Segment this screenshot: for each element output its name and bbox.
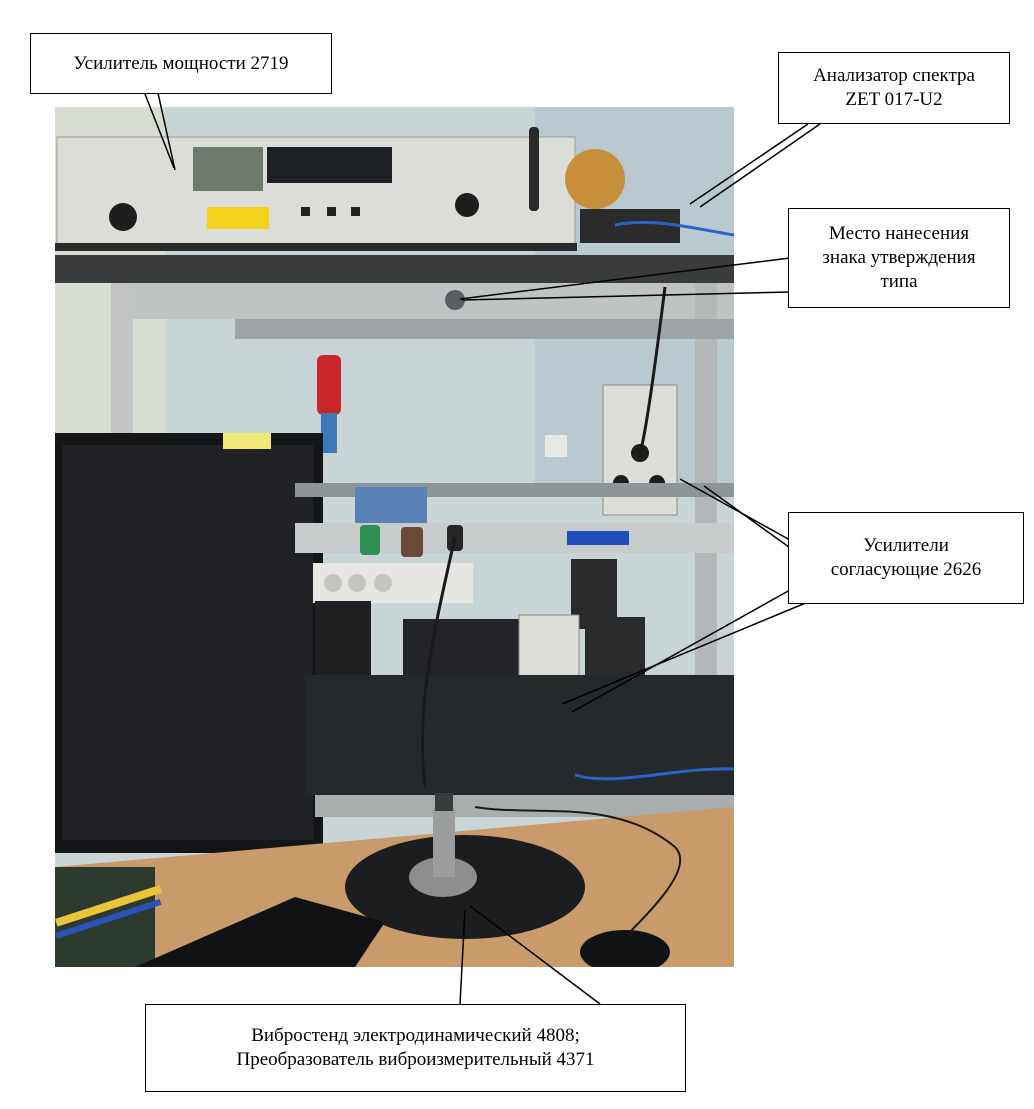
callout-matching-amplifiers: Усилители согласующие 2626 xyxy=(788,512,1024,604)
callout-power-amplifier: Усилитель мощности 2719 xyxy=(30,33,332,94)
callout-vibration-exciter: Вибростенд электродинамический 4808; Пре… xyxy=(145,1004,686,1092)
power-amplifier-device xyxy=(55,127,625,251)
vibration-exciter-label-line2: Преобразователь виброизмерительный 4371 xyxy=(236,1049,595,1070)
matching-amplifiers-label-line2: согласующие 2626 xyxy=(830,559,982,580)
spectrum-analyzer-label-line2: ZET 017-U2 xyxy=(845,89,943,110)
callout-approval-mark: Место нанесения знака утверждения типа xyxy=(788,208,1010,308)
vibration-exciter-label-line1: Вибростенд электродинамический 4808; xyxy=(251,1025,580,1047)
approval-mark-label-line3: типа xyxy=(880,270,918,292)
lab-setup-photo xyxy=(55,107,734,967)
power-amplifier-label: Усилитель мощности 2719 xyxy=(73,52,289,74)
callout-spectrum-analyzer: Анализатор спектра ZET 017-U2 xyxy=(778,52,1010,124)
spectrum-analyzer-label-line1: Анализатор спектра xyxy=(813,65,975,87)
lab-setup-illustration xyxy=(55,107,734,967)
approval-mark-label-line2: знака утверждения xyxy=(822,247,976,269)
monitor xyxy=(55,433,323,853)
matching-amplifiers-label-line1: Усилители xyxy=(863,535,949,557)
approval-mark-label-line1: Место нанесения xyxy=(828,223,970,245)
vibration-exciter xyxy=(345,793,585,939)
